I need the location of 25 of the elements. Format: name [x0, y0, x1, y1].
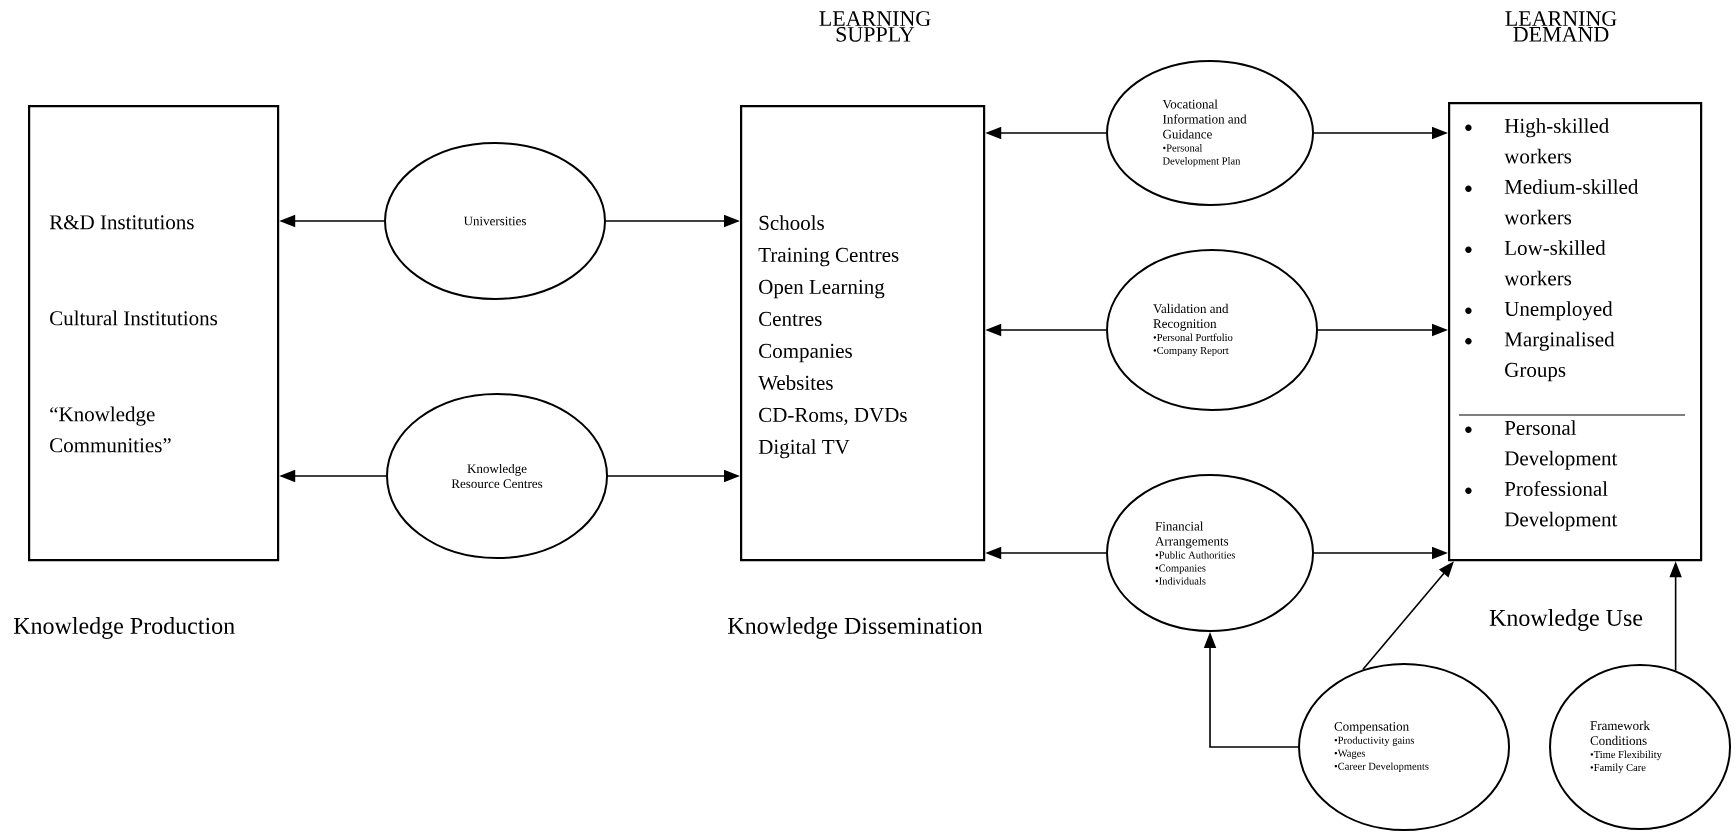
column-heading: LEARNING SUPPLY	[819, 11, 931, 42]
node-label: Unemployed	[1504, 301, 1613, 321]
node-label: Cultural Institutions	[50, 310, 218, 326]
node-label: Personal Development	[1504, 420, 1618, 470]
list-box: R&D Institutions Cultural Institutions “Knowledge Communities”	[28, 105, 280, 562]
node-label: Schools	[759, 215, 824, 230]
column-caption: Knowledge Dissemination	[728, 617, 983, 639]
node-label: “Knowledge Communities”	[50, 406, 171, 453]
list-box: Schools Training Centres Open Learning Centres Companies Websites CD-Roms, DVDs Digital TV	[740, 105, 986, 562]
node-label: Open Learning Centres	[759, 279, 885, 326]
node-label: Websites	[758, 375, 833, 391]
node-label: Marginalised Groups	[1504, 331, 1615, 382]
column-caption: Knowledge Use	[1489, 609, 1643, 631]
node-label: Training Centres	[758, 247, 899, 267]
node-label: High-skilled workers	[1504, 118, 1609, 164]
list-box: High-skilled workers Medium-skilled workers Low-skilled workers Unemployed Marginalised Groups Personal Development Professional Development	[1448, 102, 1703, 562]
node-label: R&D Institutions	[49, 215, 194, 230]
node-label: CD-Roms, DVDs	[759, 407, 907, 426]
column-heading: LEARNING DEMAND	[1505, 11, 1617, 42]
column-caption: Knowledge Production	[13, 617, 235, 639]
node-label: Companies	[759, 343, 852, 363]
node-label: Low-skilled workers	[1504, 240, 1606, 286]
node-label: Medium-skilled workers	[1504, 179, 1639, 225]
node-label: Professional Development	[1504, 480, 1618, 531]
node-label: Digital TV	[758, 439, 850, 459]
